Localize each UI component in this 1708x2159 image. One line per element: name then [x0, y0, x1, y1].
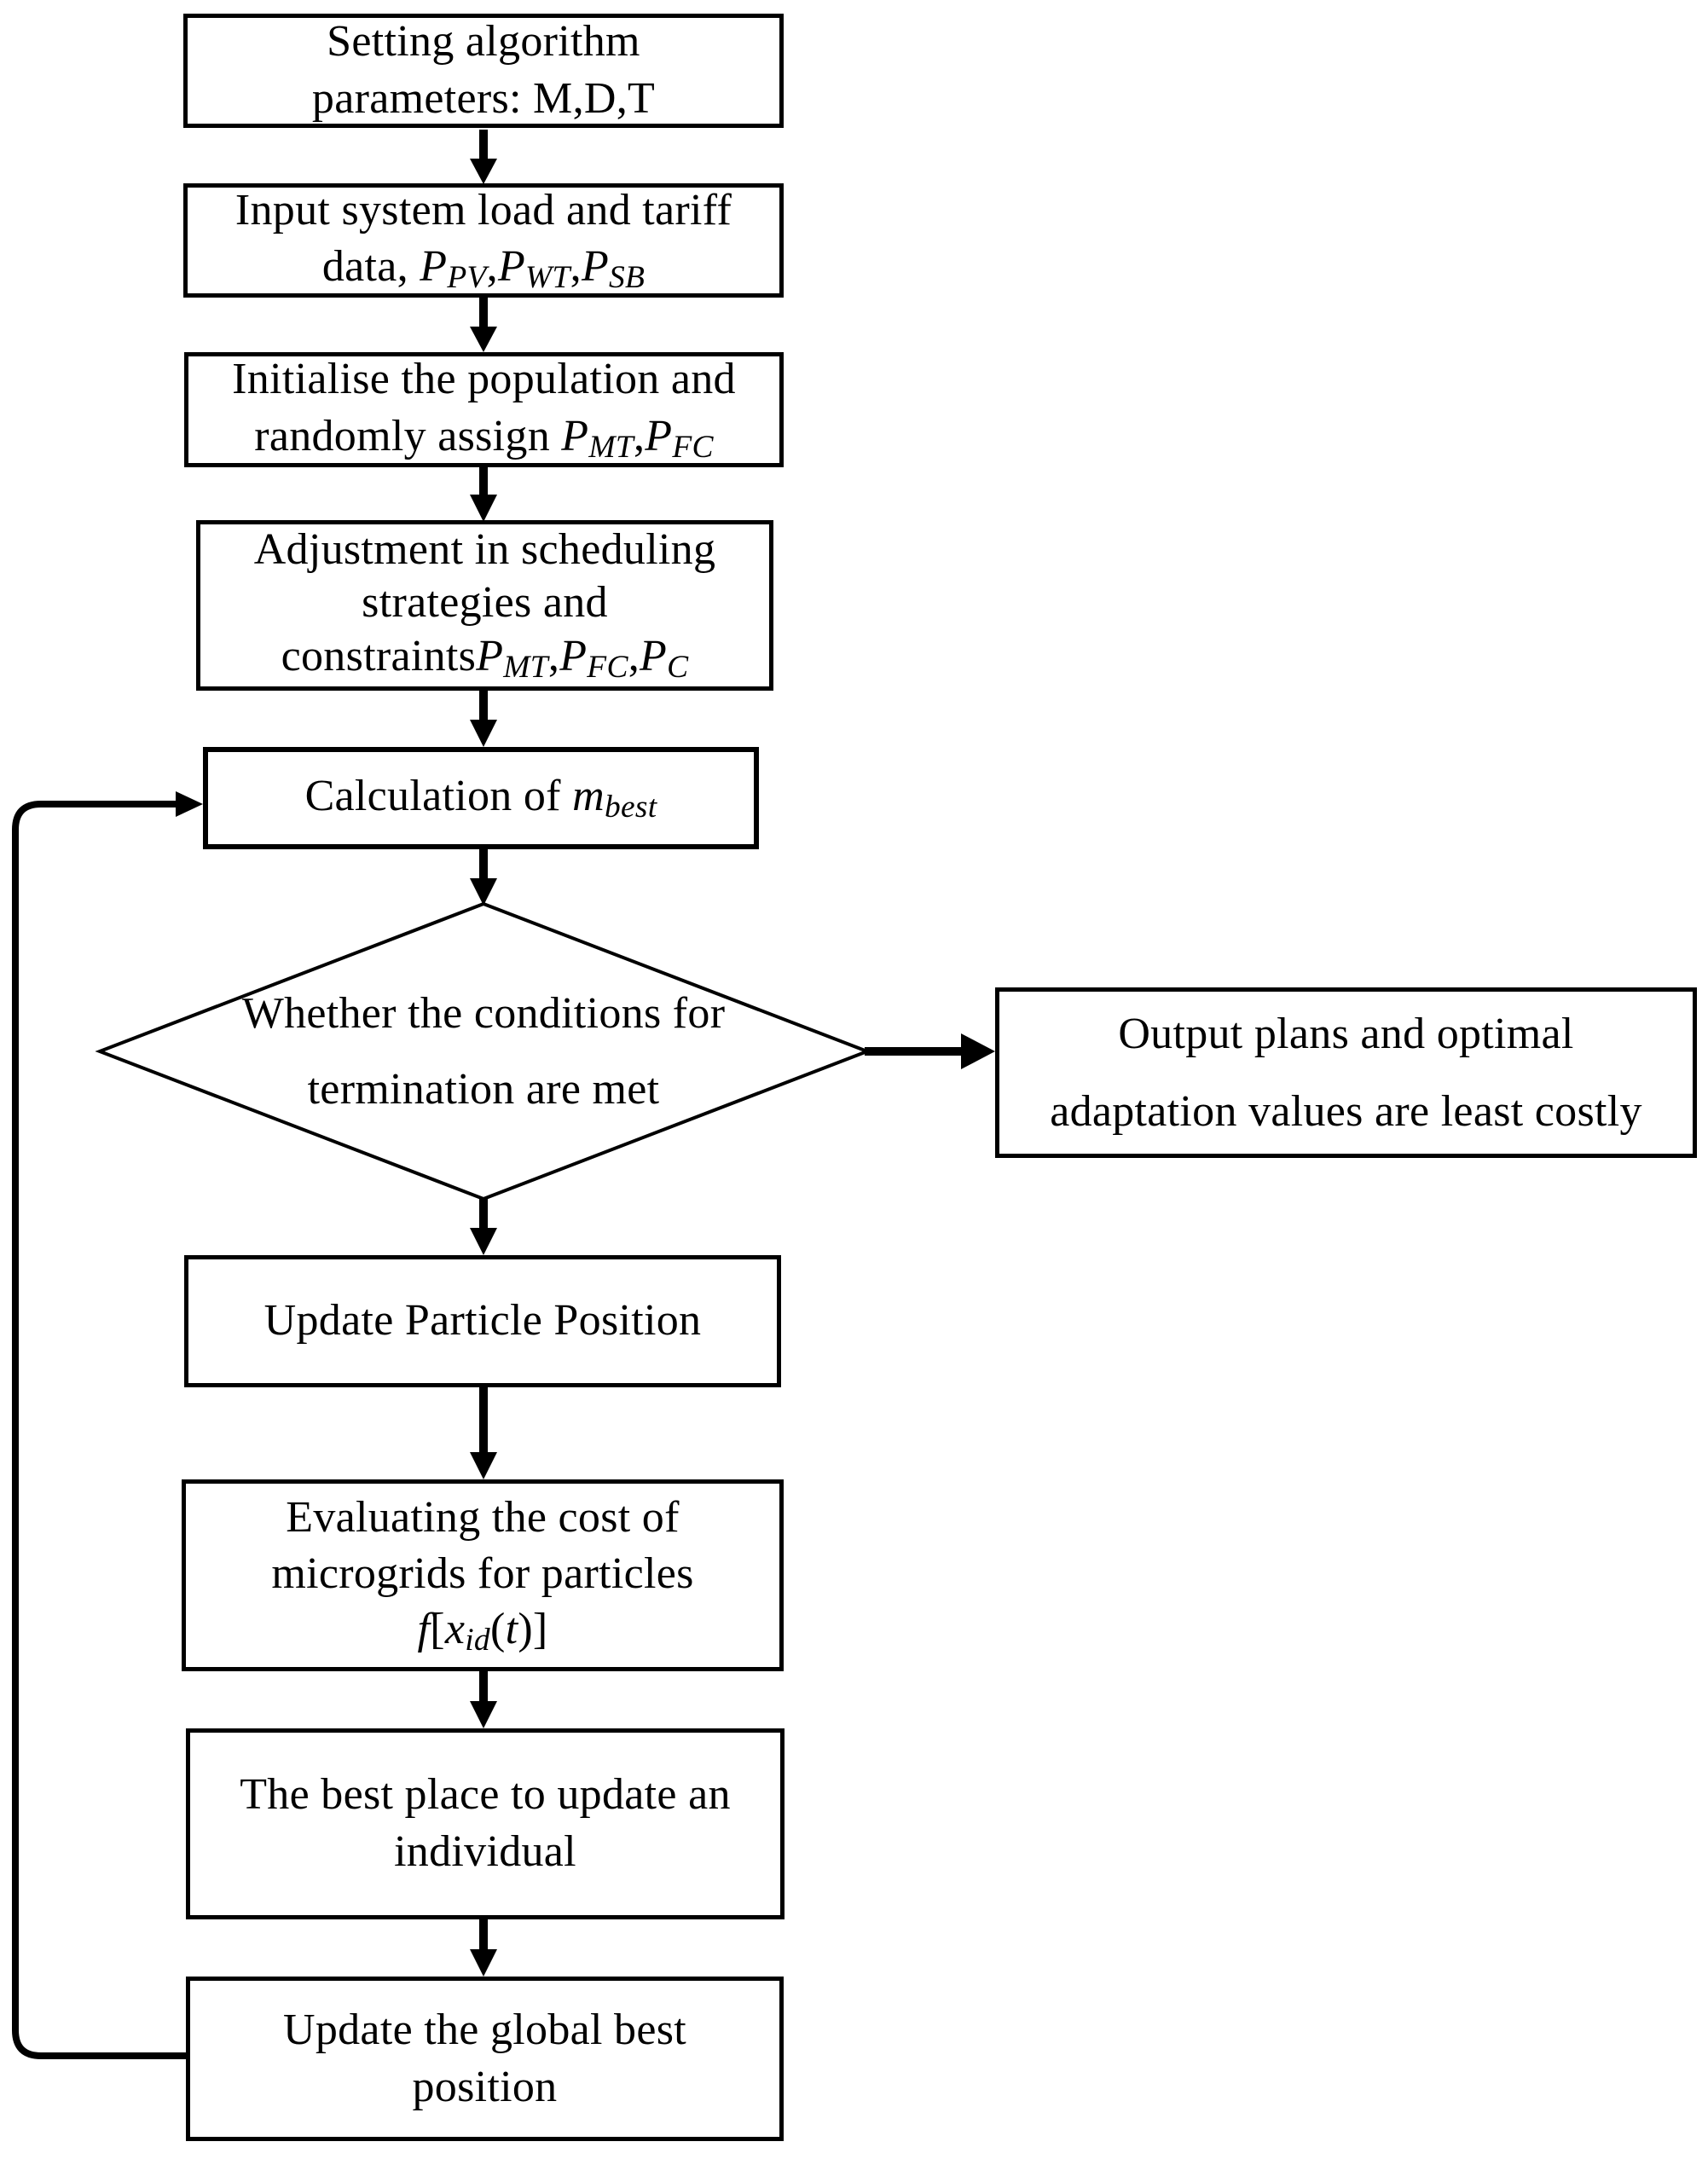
text-line: data, PPV,PWT,PSB — [321, 242, 646, 296]
edge-adjust-to-calc — [470, 689, 497, 747]
text-line: position — [412, 2062, 558, 2111]
node-update-global-best: Update the global best position — [186, 1977, 784, 2141]
text-line: constraintsPMT,PFC,PC — [281, 631, 689, 686]
text-line: Adjustment in scheduling — [253, 525, 716, 575]
text-line: Calculation of mbest — [304, 771, 657, 825]
text-line: randomly assign PMT,PFC — [254, 411, 714, 465]
text-line: Input system load and tariff — [234, 185, 732, 234]
text-line: parameters: M,D,T — [311, 74, 656, 123]
edge-decision-to-update-particle — [470, 1197, 497, 1255]
text-line: Update Particle Position — [263, 1296, 702, 1346]
arrowhead-icon — [176, 791, 203, 817]
node-output-plans: Output plans and optimal adaptation value… — [995, 987, 1697, 1158]
edge-decision-to-output — [865, 1033, 995, 1069]
edge-update-particle-to-evaluate — [470, 1386, 497, 1479]
text-line: Setting algorithm — [327, 17, 640, 67]
node-setting-algorithm-parameters: Setting algorithm parameters: M,D,T — [183, 14, 784, 128]
node-best-place-update: The best place to update an individual — [186, 1728, 785, 1919]
edge-best-place-to-update-global — [470, 1918, 497, 1977]
loop-line — [12, 801, 189, 2059]
arrowhead-icon — [470, 1452, 497, 1479]
arrowhead-icon — [961, 1033, 995, 1069]
edge-set-to-input — [470, 130, 497, 184]
text-line: adaptation values are least costly — [1050, 1087, 1642, 1136]
text-line: f[xid(t)] — [417, 1605, 548, 1658]
arrowhead-icon — [470, 1701, 497, 1728]
node-initialise-population: Initialise the population and randomly as… — [184, 352, 784, 467]
arrowhead-icon — [470, 878, 497, 906]
text-line: The best place to update an — [240, 1770, 731, 1820]
edge-calc-to-decision — [470, 848, 497, 906]
edge-init-to-adjust — [470, 466, 497, 522]
arrowhead-icon — [470, 495, 497, 522]
text-line: Update the global best — [282, 2005, 687, 2054]
text-line: individual — [394, 1827, 576, 1876]
text-line: Output plans and optimal — [1118, 1010, 1574, 1058]
arrowhead-icon — [470, 159, 497, 184]
arrowhead-icon — [470, 1949, 497, 1977]
node-termination-decision: Whether the conditions for termination ar… — [142, 938, 825, 1165]
node-input-system-load-tariff: Input system load and tariff data, PPV,PW… — [183, 183, 784, 298]
text-line: termination are met — [307, 1065, 660, 1114]
node-calculation-mbest: Calculation of mbest — [203, 747, 759, 849]
edge-input-to-init — [470, 296, 497, 352]
node-update-particle-position: Update Particle Position — [184, 1255, 781, 1387]
text-line: Initialise the population and — [232, 355, 736, 404]
text-line: microgrids for particles — [271, 1548, 694, 1598]
arrowhead-icon — [470, 1228, 497, 1255]
text-line: Evaluating the cost of — [286, 1493, 680, 1543]
edge-evaluate-to-best-place — [470, 1670, 497, 1728]
text-line: Whether the conditions for — [241, 988, 726, 1038]
edge-loop-global-to-calc — [12, 791, 203, 2059]
arrowhead-icon — [470, 327, 497, 352]
text-line: strategies and — [362, 578, 608, 628]
arrowhead-icon — [470, 720, 497, 747]
